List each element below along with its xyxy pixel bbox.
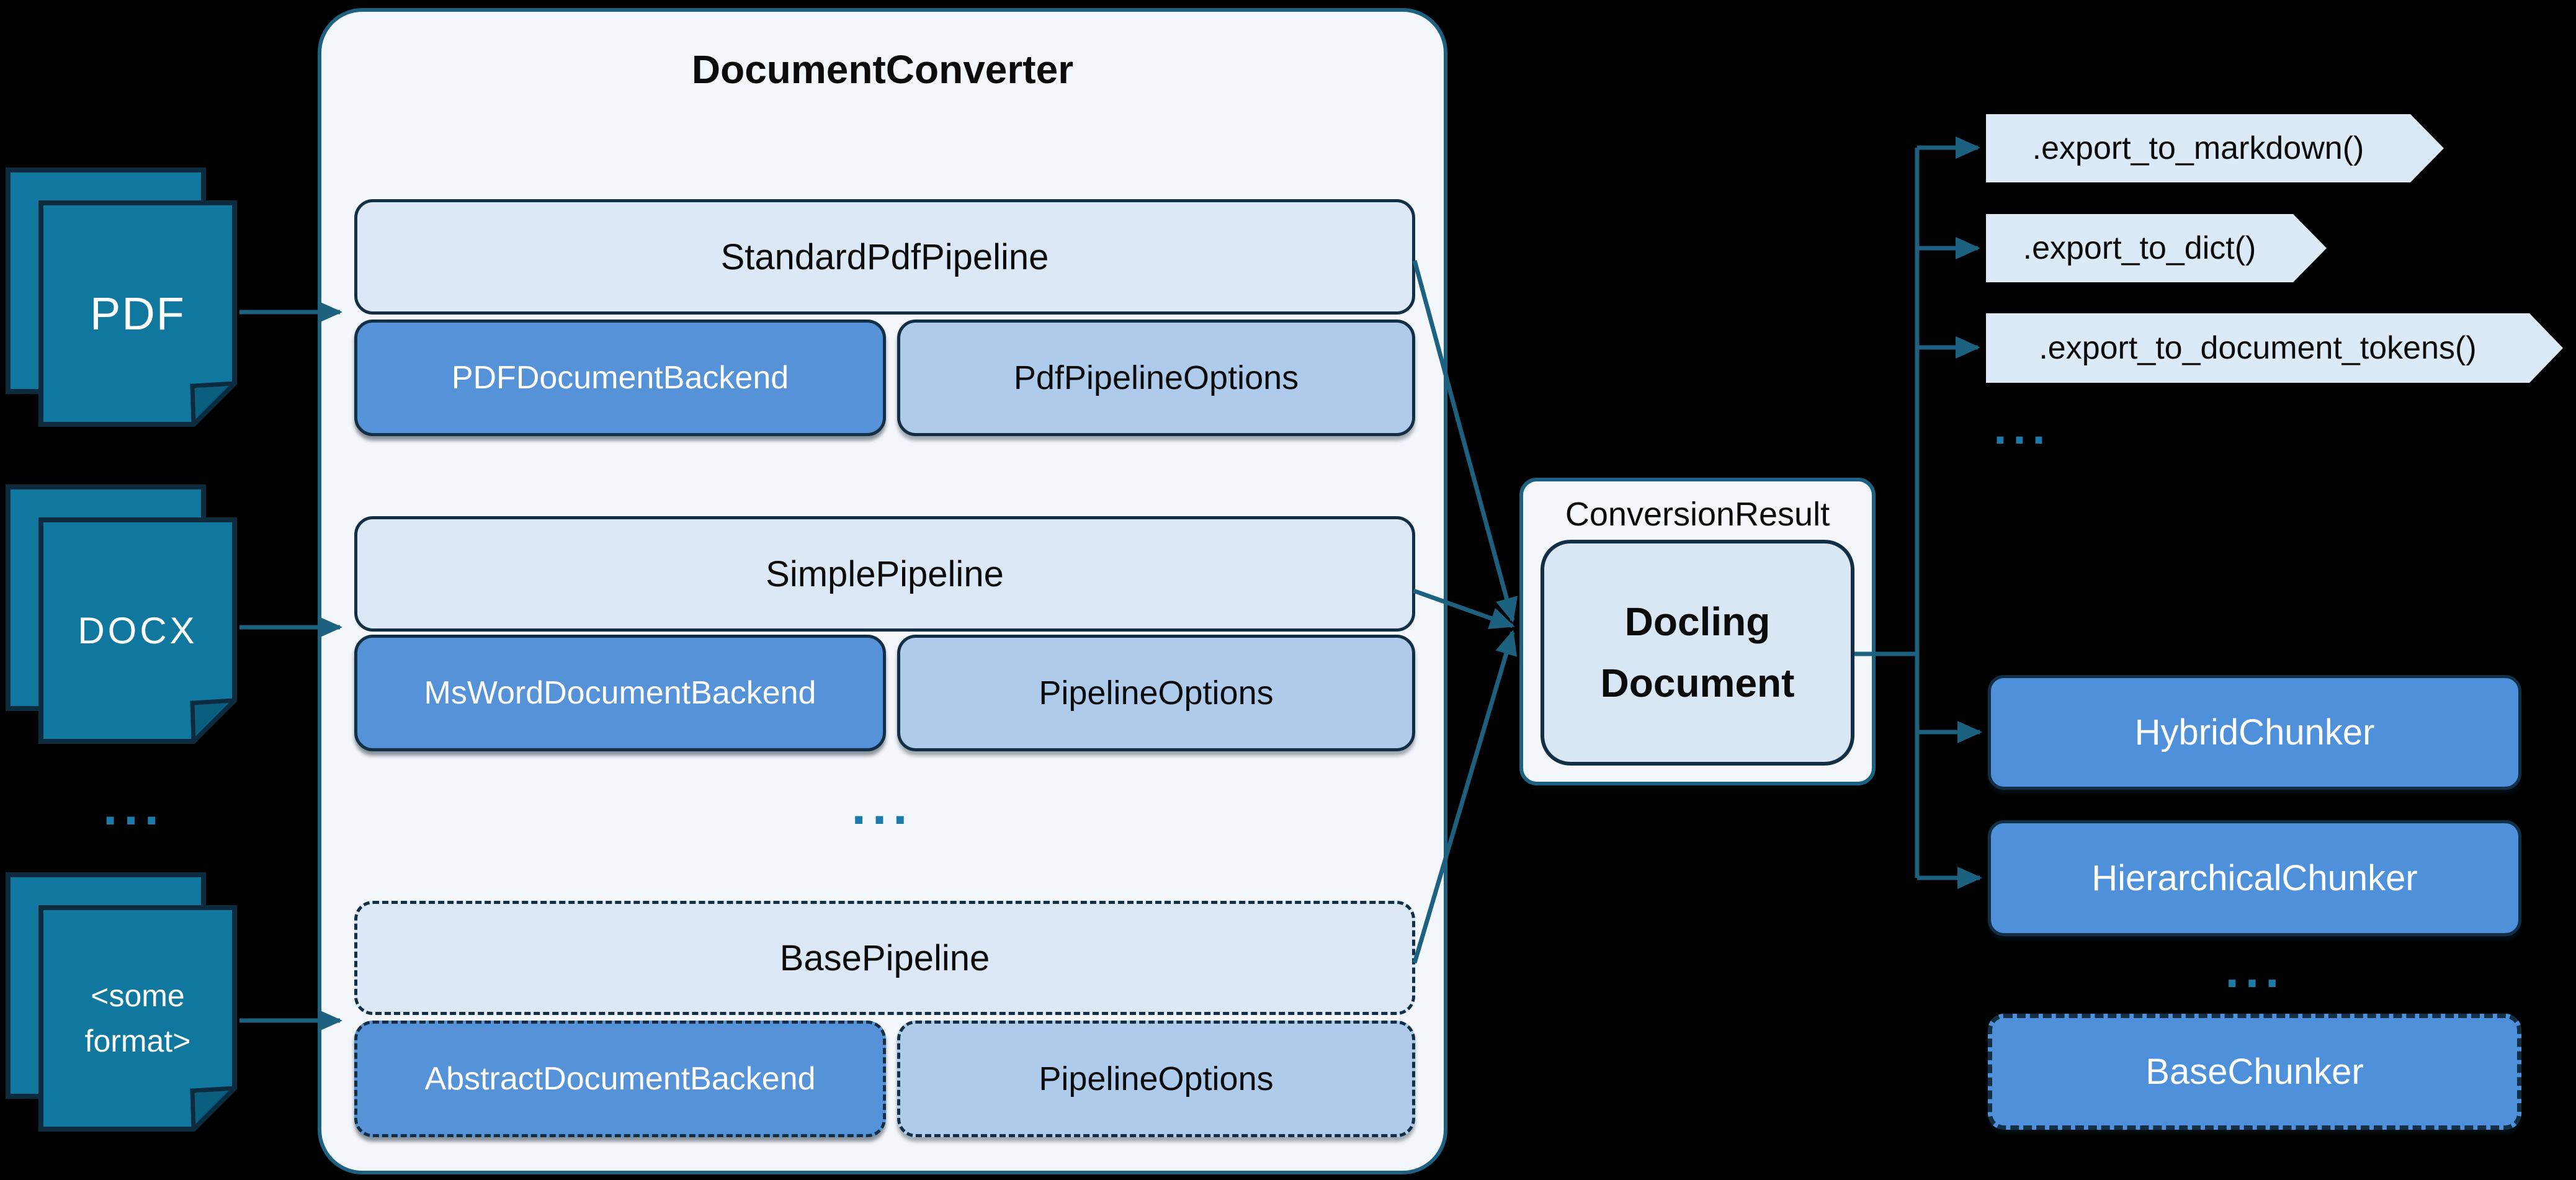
document-converter-title: DocumentConverter: [691, 47, 1074, 92]
some-format-document-icon: <some format>: [6, 872, 237, 1132]
export-to-document-tokens-chevron: .export_to_document_tokens(): [1986, 313, 2563, 383]
conversion-result-box: ConversionResult Docling Document: [1519, 478, 1876, 785]
pipeline-options-box: PipelineOptions: [897, 635, 1415, 751]
some-format-label: <some format>: [84, 978, 191, 1058]
standard-pdf-pipeline-box: StandardPdfPipeline: [354, 199, 1415, 315]
base-chunker-box: BaseChunker: [1988, 1014, 2521, 1130]
document-converter-container: DocumentConverter StandardPdfPipeline PD…: [318, 8, 1447, 1174]
pdf-pipeline-options-box: PdfPipelineOptions: [897, 320, 1415, 436]
export-to-dict-chevron: .export_to_dict(): [1986, 214, 2327, 282]
msword-document-backend-box: MsWordDocumentBackend: [354, 635, 886, 751]
stacked-pages-icon: [6, 168, 237, 427]
exports-ellipsis: ...: [1993, 401, 2052, 454]
abstract-document-backend-box: AbstractDocumentBackend: [354, 1021, 886, 1137]
pdf-label: PDF: [90, 288, 186, 339]
export-to-markdown-chevron: .export_to_markdown(): [1986, 114, 2444, 182]
converter-ellipsis: ...: [851, 777, 914, 835]
inputs-ellipsis: ...: [102, 777, 165, 836]
docx-label: DOCX: [78, 610, 198, 651]
stacked-pages-icon: [6, 872, 237, 1132]
hierarchical-chunker-box: HierarchicalChunker: [1988, 820, 2521, 936]
base-pipeline-options-box: PipelineOptions: [897, 1021, 1415, 1137]
docling-document-box: Docling Document: [1541, 540, 1854, 766]
pdf-document-icon: PDF: [6, 168, 237, 427]
hybrid-chunker-box: HybridChunker: [1988, 675, 2521, 790]
simple-pipeline-box: SimplePipeline: [354, 516, 1415, 632]
stacked-pages-icon: [6, 485, 237, 744]
chunkers-ellipsis: ...: [2225, 942, 2286, 998]
docx-document-icon: DOCX: [6, 485, 237, 744]
base-pipeline-box: BasePipeline: [354, 901, 1415, 1015]
conversion-result-label: ConversionResult: [1565, 496, 1830, 533]
pdf-document-backend-box: PDFDocumentBackend: [354, 320, 886, 436]
